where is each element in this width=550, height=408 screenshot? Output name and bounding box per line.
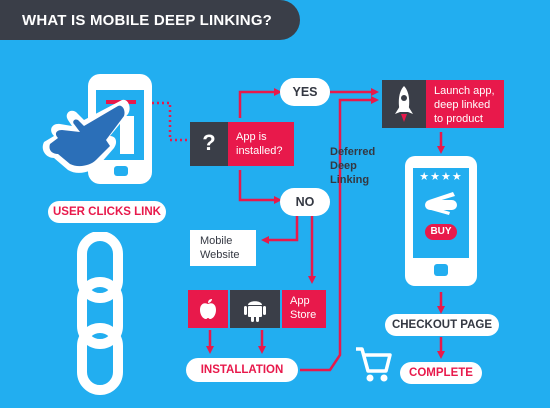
- launch-app-label: Launch app, deep linked to product: [434, 85, 495, 125]
- mobile-website-box: Mobile Website: [190, 230, 256, 266]
- phone-to-question-connector: [152, 101, 190, 142]
- apple-icon: [200, 299, 216, 319]
- arrow-to-no: [238, 170, 282, 204]
- yes-pill: YES: [280, 78, 330, 106]
- arrow-no-to-website: [261, 215, 299, 244]
- installation-label: INSTALLATION: [186, 358, 298, 382]
- deferred-deep-linking-label: Deferred Deep Linking: [330, 146, 376, 186]
- rocket-box: [382, 80, 426, 128]
- rating-stars: ★★★★: [419, 171, 463, 183]
- app-store-box: App Store: [282, 290, 326, 328]
- apple-store-box: [188, 290, 228, 328]
- checkout-page-label: CHECKOUT PAGE: [385, 314, 499, 336]
- app-installed-box: App is installed?: [228, 122, 294, 166]
- product-phone: ★★★★ BUY: [405, 156, 477, 286]
- home-button: [434, 264, 448, 276]
- app-installed-label: App is installed?: [236, 131, 283, 157]
- android-icon: [244, 301, 266, 322]
- buy-button[interactable]: BUY: [425, 224, 457, 240]
- question-icon: ?: [202, 130, 216, 155]
- page-title: WHAT IS MOBILE DEEP LINKING?: [22, 12, 273, 29]
- hand-pointer-icon: [42, 99, 130, 173]
- product-phone-screen: [413, 168, 469, 258]
- arrow-deferred-deep-linking: [300, 96, 379, 372]
- rocket-icon: [395, 86, 413, 122]
- complete-label: COMPLETE: [400, 362, 482, 384]
- app-store-label: App Store: [290, 295, 317, 321]
- chain-link-icon: [77, 232, 123, 395]
- question-box: ?: [190, 122, 228, 166]
- no-pill: NO: [280, 188, 330, 216]
- title-banner: WHAT IS MOBILE DEEP LINKING?: [0, 0, 300, 40]
- user-clicks-link-label: USER CLICKS LINK: [48, 201, 166, 223]
- arrow-to-yes: [238, 88, 282, 118]
- android-box: [230, 290, 280, 328]
- swiss-knife-icon: [425, 192, 457, 215]
- mobile-website-label: Mobile Website: [200, 235, 240, 261]
- launch-app-box: Launch app, deep linked to product: [426, 80, 504, 128]
- shopping-cart-icon: [356, 347, 392, 382]
